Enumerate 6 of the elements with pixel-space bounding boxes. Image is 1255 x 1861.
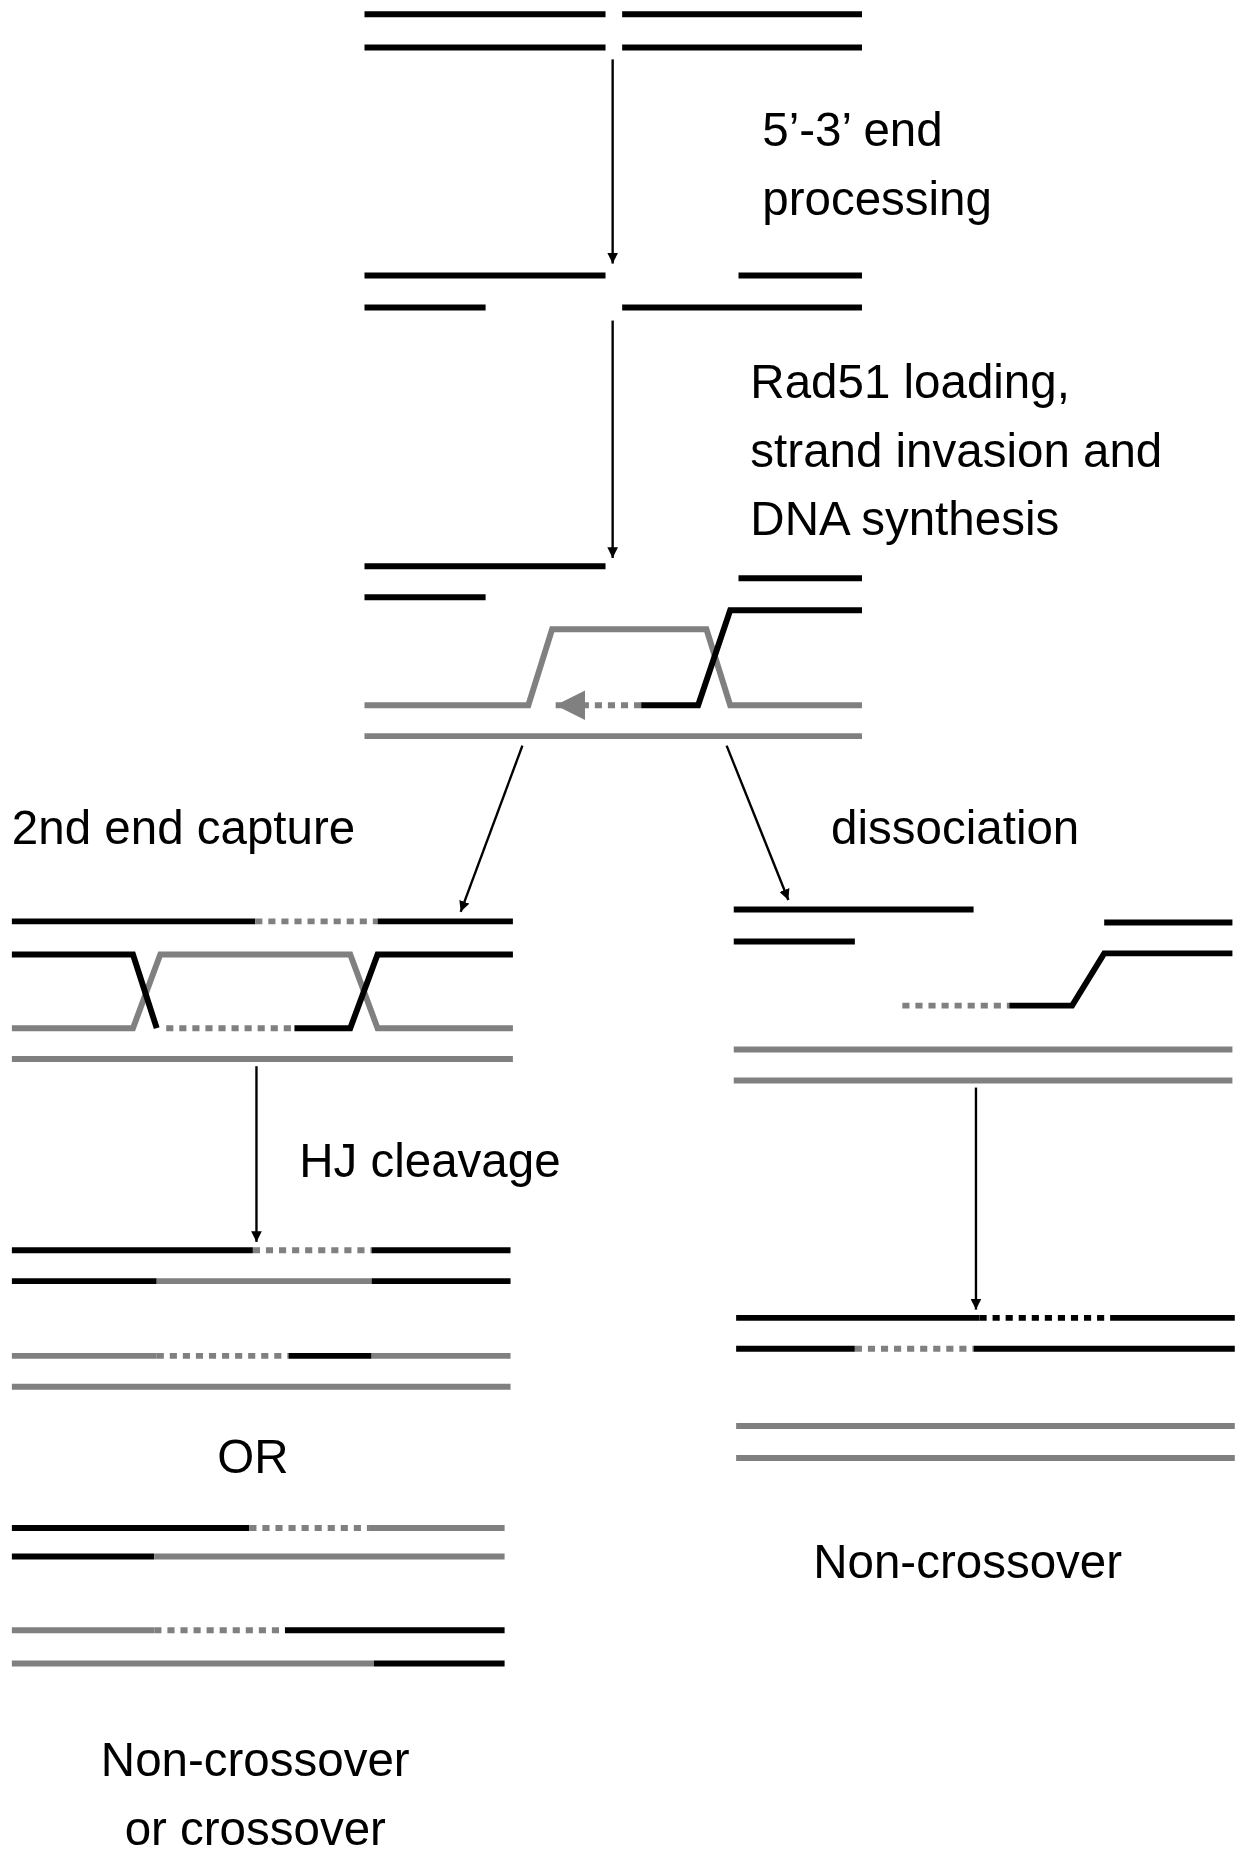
arrow [970,1087,982,1310]
arrow [725,745,790,901]
arrow [459,745,524,913]
arrow [607,320,618,559]
arrow [251,1066,262,1242]
arrow [607,59,618,264]
